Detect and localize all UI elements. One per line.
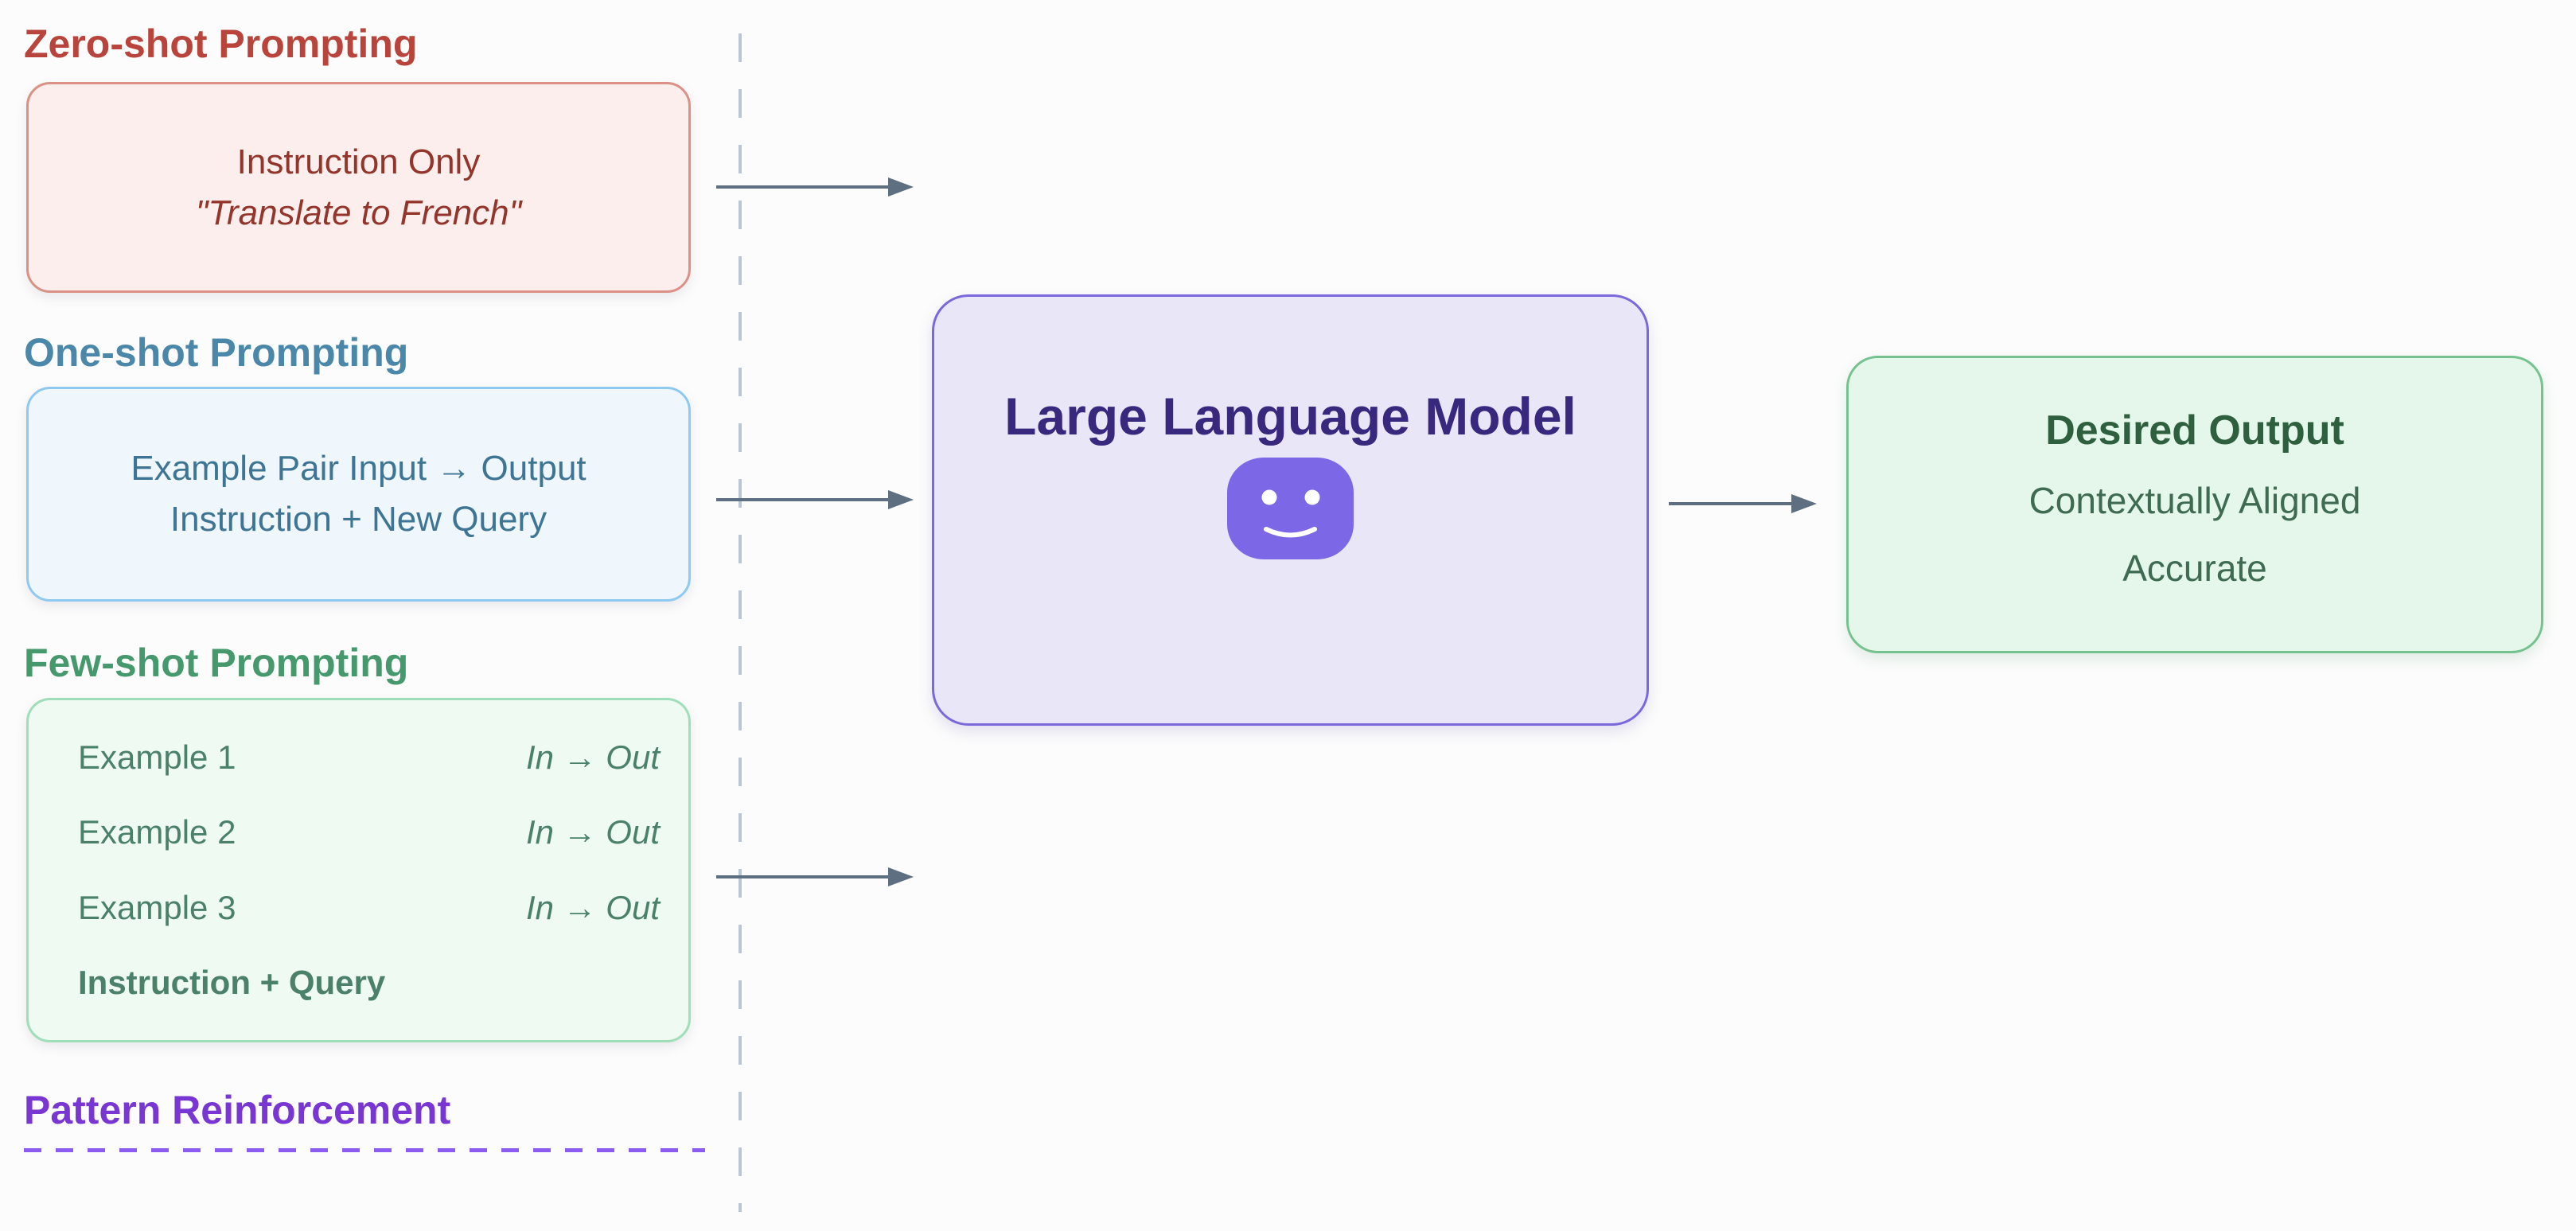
large-language-model-box: Large Language Model — [932, 294, 1649, 726]
pattern-reinforcement-dashed-line — [24, 1148, 705, 1152]
few-shot-box: Example 1 In → Out Example 2 In → Out Ex… — [26, 698, 691, 1042]
desired-output-line-1: Contextually Aligned — [2028, 479, 2361, 521]
few-shot-example-row: Example 3 In → Out — [78, 889, 660, 927]
desired-output-title: Desired Output — [2045, 407, 2344, 454]
example-label: Example 2 — [78, 813, 236, 851]
one-shot-line-2: Instruction + New Query — [170, 500, 548, 539]
desired-output-box: Desired Output Contextually Aligned Accu… — [1846, 356, 2543, 653]
arrow-one-shot-to-model — [716, 490, 914, 509]
llm-title: Large Language Model — [1004, 387, 1576, 446]
zero-shot-line-2: "Translate to French" — [195, 193, 522, 232]
example-io: In → Out — [525, 738, 660, 776]
one-shot-heading: One-shot Prompting — [24, 330, 409, 375]
pattern-reinforcement-heading: Pattern Reinforcement — [24, 1088, 451, 1132]
example-label: Example 3 — [78, 888, 236, 926]
desired-output-line-2: Accurate — [2122, 547, 2267, 589]
few-shot-example-row: Example 1 In → Out — [78, 738, 660, 777]
one-shot-line-1: Example Pair Input → Output — [131, 449, 587, 489]
arrow-few-shot-to-model — [716, 867, 914, 886]
zero-shot-heading: Zero-shot Prompting — [24, 21, 418, 66]
few-shot-example-row: Example 2 In → Out — [78, 813, 660, 851]
smiling-face-icon — [1227, 458, 1354, 559]
arrow-model-to-output — [1669, 494, 1817, 513]
example-label: Example 1 — [78, 738, 236, 776]
zero-shot-line-1: Instruction Only — [236, 142, 481, 181]
one-shot-box: Example Pair Input → Output Instruction … — [26, 387, 691, 602]
few-shot-footer: Instruction + Query — [78, 963, 386, 1001]
zero-shot-box: Instruction Only "Translate to French" — [26, 82, 691, 293]
arrow-zero-shot-to-model — [716, 177, 914, 197]
example-io: In → Out — [525, 813, 660, 851]
few-shot-heading: Few-shot Prompting — [24, 641, 409, 685]
vertical-dashed-divider — [739, 33, 742, 1212]
example-io: In → Out — [525, 888, 660, 926]
